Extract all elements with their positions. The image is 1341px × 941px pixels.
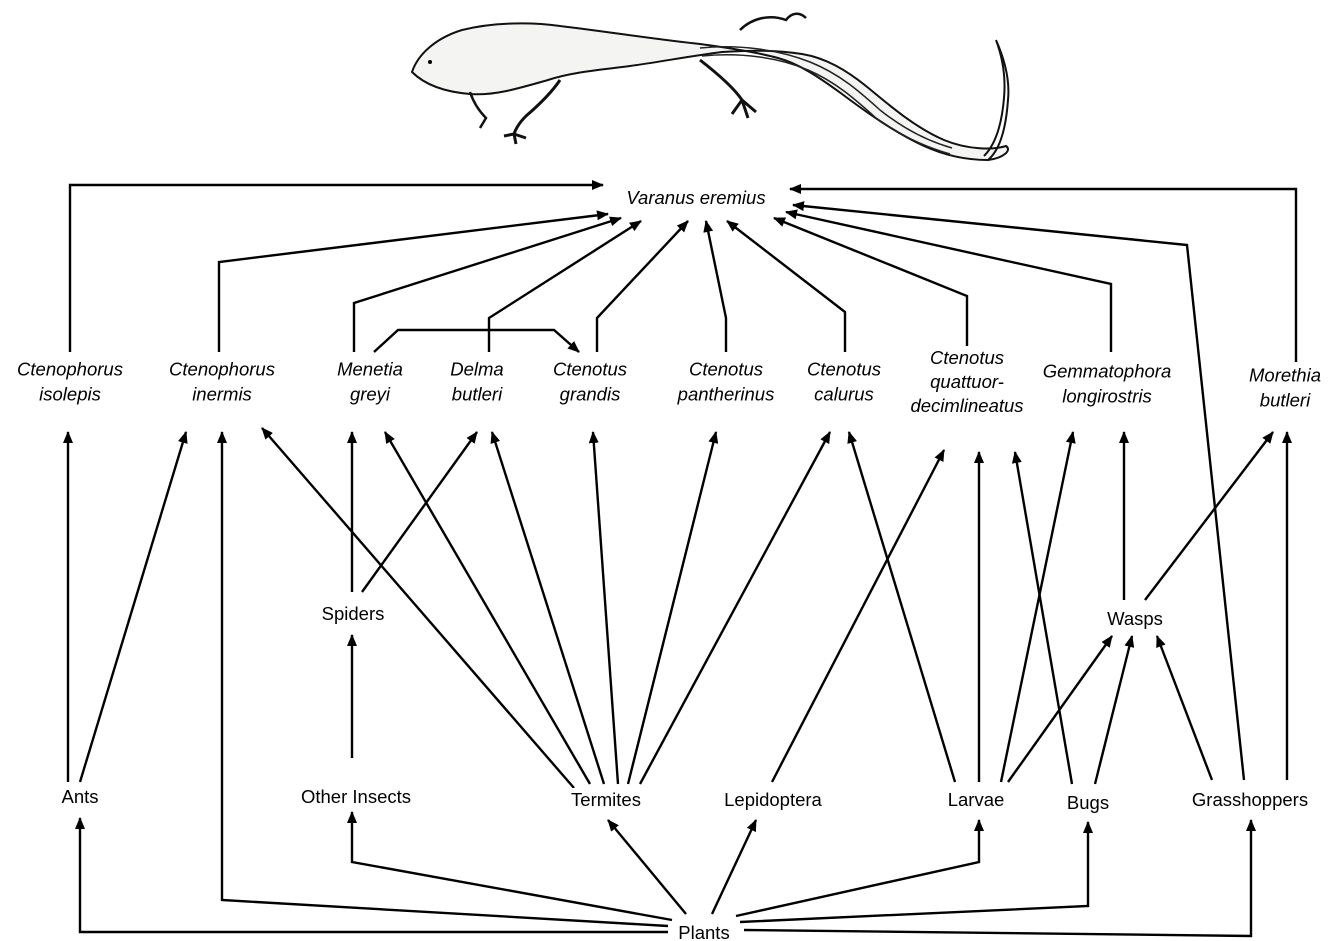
node-ct-pantherinus-line-1: Ctenotus: [689, 359, 763, 380]
edge-mo-butleri-to-varanus: [790, 189, 1296, 362]
edge-termites-to-ct-grandis: [593, 432, 618, 784]
edge-plants-to-ants: [80, 818, 668, 932]
node-varanus: Varanus eremius: [626, 187, 765, 208]
node-d-butleri-line-1: Delma: [450, 359, 503, 380]
edge-m-greyi-to-varanus: [354, 218, 621, 352]
node-lepidoptera-line-1: Lepidoptera: [724, 789, 822, 810]
edge-spiders-to-d-butleri: [362, 432, 477, 592]
node-c-inermis-line-2: inermis: [192, 384, 252, 405]
node-ct-calurus-line-2: calurus: [814, 384, 874, 405]
edge-grasshoppers-to-wasps: [1157, 636, 1212, 780]
edge-plants-to-c-inermis: [222, 432, 668, 926]
node-spiders: Spiders: [322, 603, 385, 624]
edge-d-butleri-to-varanus: [489, 221, 641, 352]
node-other-insects-line-1: Other Insects: [301, 786, 411, 807]
node-termites: Termites: [571, 789, 641, 810]
node-larvae: Larvae: [948, 789, 1005, 810]
node-c-isolepis-line-2: isolepis: [39, 384, 101, 405]
edge-bugs-to-wasps: [1095, 636, 1132, 784]
node-grasshoppers: Grasshoppers: [1192, 789, 1308, 810]
edge-plants-to-termites: [608, 820, 686, 914]
node-plants-line-1: Plants: [678, 922, 729, 941]
edge-termites-to-ct-calurus: [640, 432, 830, 784]
edge-m-greyi-to-ct-grandis: [374, 330, 579, 352]
node-varanus-line-1: Varanus eremius: [626, 187, 765, 208]
node-ct-calurus-line-1: Ctenotus: [807, 359, 881, 380]
node-ct-quattuor-line-1: Ctenotus: [930, 347, 1004, 368]
node-plants: Plants: [678, 922, 729, 941]
node-grasshoppers-line-1: Grasshoppers: [1192, 789, 1308, 810]
node-other-insects: Other Insects: [301, 786, 411, 807]
node-termites-line-1: Termites: [571, 789, 641, 810]
node-mo-butleri-line-2: butleri: [1260, 390, 1311, 411]
edge-c-isolepis-to-varanus: [70, 185, 603, 352]
node-bugs: Bugs: [1067, 792, 1109, 813]
edge-lepidoptera-to-ct-quattuor: [772, 450, 944, 782]
edges-layer: [68, 185, 1296, 936]
edge-plants-to-larvae: [736, 820, 979, 916]
node-ct-grandis-line-2: grandis: [560, 384, 621, 405]
edge-ct-pantherinus-to-varanus: [706, 221, 726, 352]
edge-plants-to-lepidoptera: [712, 820, 756, 914]
node-ct-pantherinus-line-2: pantherinus: [677, 384, 775, 405]
node-ct-quattuor-line-2: quattuor-: [930, 371, 1004, 392]
edge-ct-quattuor-to-varanus: [774, 218, 967, 352]
edge-termites-to-m-greyi: [385, 432, 590, 784]
edge-plants-to-other-insects: [352, 812, 672, 920]
node-mo-butleri-line-1: Morethia: [1249, 365, 1321, 386]
lizard-illustration: [412, 14, 1008, 160]
edge-termites-to-d-butleri: [492, 432, 604, 784]
edge-larvae-to-ct-calurus: [849, 432, 955, 782]
node-g-longirostris-line-1: Gemmatophora: [1043, 361, 1172, 382]
node-ants: Ants: [61, 786, 98, 807]
edge-ants-to-c-inermis: [80, 432, 186, 782]
node-m-greyi-line-1: Menetia: [337, 359, 403, 380]
node-lepidoptera: Lepidoptera: [724, 789, 822, 810]
node-spiders-line-1: Spiders: [322, 603, 385, 624]
node-c-isolepis-line-1: Ctenophorus: [17, 359, 123, 380]
node-g-longirostris-line-2: longirostris: [1062, 386, 1151, 407]
node-ants-line-1: Ants: [61, 786, 98, 807]
node-larvae-line-1: Larvae: [948, 789, 1005, 810]
node-wasps: Wasps: [1107, 608, 1163, 629]
node-wasps-line-1: Wasps: [1107, 608, 1163, 629]
node-m-greyi-line-2: greyi: [350, 384, 391, 405]
node-ct-grandis-line-1: Ctenotus: [553, 359, 627, 380]
node-c-inermis-line-1: Ctenophorus: [169, 359, 275, 380]
node-bugs-line-1: Bugs: [1067, 792, 1109, 813]
edge-termites-to-ct-pantherinus: [628, 432, 716, 784]
edge-termites-to-c-inermis: [262, 428, 574, 788]
edge-plants-to-bugs: [740, 822, 1088, 922]
node-ct-quattuor-line-3: decimlineatus: [910, 395, 1023, 416]
node-d-butleri-line-2: butleri: [452, 384, 503, 405]
